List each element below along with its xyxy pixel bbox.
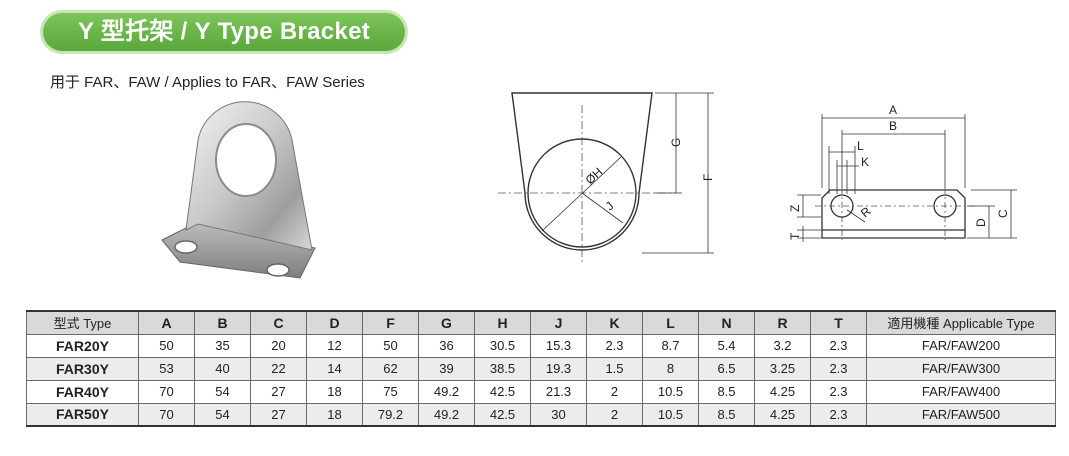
table-cell-type: FAR30Y: [26, 356, 139, 381]
table-cell: 49.2: [418, 402, 475, 427]
table-cell-applicable: FAR/FAW200: [866, 333, 1056, 358]
table-cell: 70: [138, 402, 195, 427]
table-cell: 3.2: [754, 333, 811, 358]
table-cell: 49.2: [418, 379, 475, 404]
label-l: L: [857, 139, 864, 153]
table-cell: 2.3: [810, 402, 867, 427]
table-cell-applicable: FAR/FAW300: [866, 356, 1056, 381]
table-cell: 42.5: [474, 379, 531, 404]
table-cell: 42.5: [474, 402, 531, 427]
table-cell: 54: [194, 379, 251, 404]
table-cell: 62: [362, 356, 419, 381]
label-diameter-h: ØH: [583, 165, 606, 187]
label-c: C: [996, 209, 1010, 218]
header-c: C: [250, 310, 307, 335]
label-f: F: [701, 174, 715, 181]
table-cell: 79.2: [362, 402, 419, 427]
table-cell: 5.4: [698, 333, 755, 358]
table-cell: 4.25: [754, 379, 811, 404]
table-cell: 50: [362, 333, 419, 358]
table-cell-applicable: FAR/FAW500: [866, 402, 1056, 427]
spec-table-header-row: 型式 Type A B C D F G H J K L N R T 適用機種 A…: [26, 310, 1056, 335]
table-cell: 2: [586, 379, 643, 404]
table-cell: 8: [642, 356, 699, 381]
label-g: G: [669, 138, 683, 147]
table-cell: 39: [418, 356, 475, 381]
header-h: H: [474, 310, 531, 335]
table-cell: 75: [362, 379, 419, 404]
table-cell-type: FAR20Y: [26, 333, 139, 358]
table-cell: 54: [194, 402, 251, 427]
table-cell: 10.5: [642, 402, 699, 427]
front-view-drawing: G F ØH J: [498, 92, 715, 265]
header-applicable-type: 適用機種 Applicable Type: [866, 310, 1056, 335]
table-cell: 40: [194, 356, 251, 381]
header-k: K: [586, 310, 643, 335]
table-cell: 4.25: [754, 402, 811, 427]
table-cell: 2.3: [810, 356, 867, 381]
header-b: B: [194, 310, 251, 335]
table-cell: 8.7: [642, 333, 699, 358]
header-type: 型式 Type: [26, 310, 139, 335]
section-title: Y 型托架 / Y Type Bracket: [43, 13, 405, 51]
table-cell: 19.3: [530, 356, 587, 381]
table-cell-type: FAR50Y: [26, 402, 139, 427]
table-cell: 2.3: [586, 333, 643, 358]
table-cell: 27: [250, 402, 307, 427]
table-cell: 1.5: [586, 356, 643, 381]
table-cell: 6.5: [698, 356, 755, 381]
header-l: L: [642, 310, 699, 335]
header-f: F: [362, 310, 419, 335]
table-cell: 18: [306, 379, 363, 404]
header-d: D: [306, 310, 363, 335]
table-cell: 12: [306, 333, 363, 358]
table-cell: 38.5: [474, 356, 531, 381]
table-cell: 8.5: [698, 379, 755, 404]
table-row: FAR50Y 70 54 27 18 79.2 49.2 42.5 30 2 1…: [26, 402, 1056, 427]
table-cell: 53: [138, 356, 195, 381]
table-cell-type: FAR40Y: [26, 379, 139, 404]
table-row: FAR30Y 53 40 22 14 62 39 38.5 19.3 1.5 8…: [26, 356, 1056, 381]
label-a: A: [889, 103, 897, 117]
header-a: A: [138, 310, 195, 335]
table-cell: 10.5: [642, 379, 699, 404]
table-cell: 14: [306, 356, 363, 381]
header-j: J: [530, 310, 587, 335]
header-t: T: [810, 310, 867, 335]
label-t: T: [788, 232, 802, 240]
side-view-drawing: A B L K R Z T D C: [788, 103, 1017, 242]
table-cell: 70: [138, 379, 195, 404]
table-cell: 50: [138, 333, 195, 358]
label-b: B: [889, 119, 897, 133]
bracket-photo: [161, 101, 316, 279]
label-k: K: [861, 155, 869, 169]
section-title-banner: Y 型托架 / Y Type Bracket: [40, 10, 408, 54]
header-r: R: [754, 310, 811, 335]
table-cell-applicable: FAR/FAW400: [866, 379, 1056, 404]
table-cell: 8.5: [698, 402, 755, 427]
table-cell: 3.25: [754, 356, 811, 381]
table-cell: 21.3: [530, 379, 587, 404]
table-cell: 30: [530, 402, 587, 427]
header-g: G: [418, 310, 475, 335]
spec-table: 型式 Type A B C D F G H J K L N R T 適用機種 A…: [26, 310, 1056, 427]
label-j: J: [603, 199, 617, 213]
table-cell: 18: [306, 402, 363, 427]
table-cell: 15.3: [530, 333, 587, 358]
table-row: FAR40Y 70 54 27 18 75 49.2 42.5 21.3 2 1…: [26, 379, 1056, 404]
table-cell: 2.3: [810, 333, 867, 358]
header-n: N: [698, 310, 755, 335]
table-cell: 22: [250, 356, 307, 381]
table-cell: 20: [250, 333, 307, 358]
table-row: FAR20Y 50 35 20 12 50 36 30.5 15.3 2.3 8…: [26, 333, 1056, 358]
table-cell: 27: [250, 379, 307, 404]
table-cell: 35: [194, 333, 251, 358]
label-d: D: [974, 218, 988, 227]
label-z: Z: [788, 205, 802, 212]
applies-to-subtitle: 用于 FAR、FAW / Applies to FAR、FAW Series: [50, 74, 365, 91]
table-cell: 2.3: [810, 379, 867, 404]
table-cell: 2: [586, 402, 643, 427]
table-cell: 36: [418, 333, 475, 358]
table-cell: 30.5: [474, 333, 531, 358]
